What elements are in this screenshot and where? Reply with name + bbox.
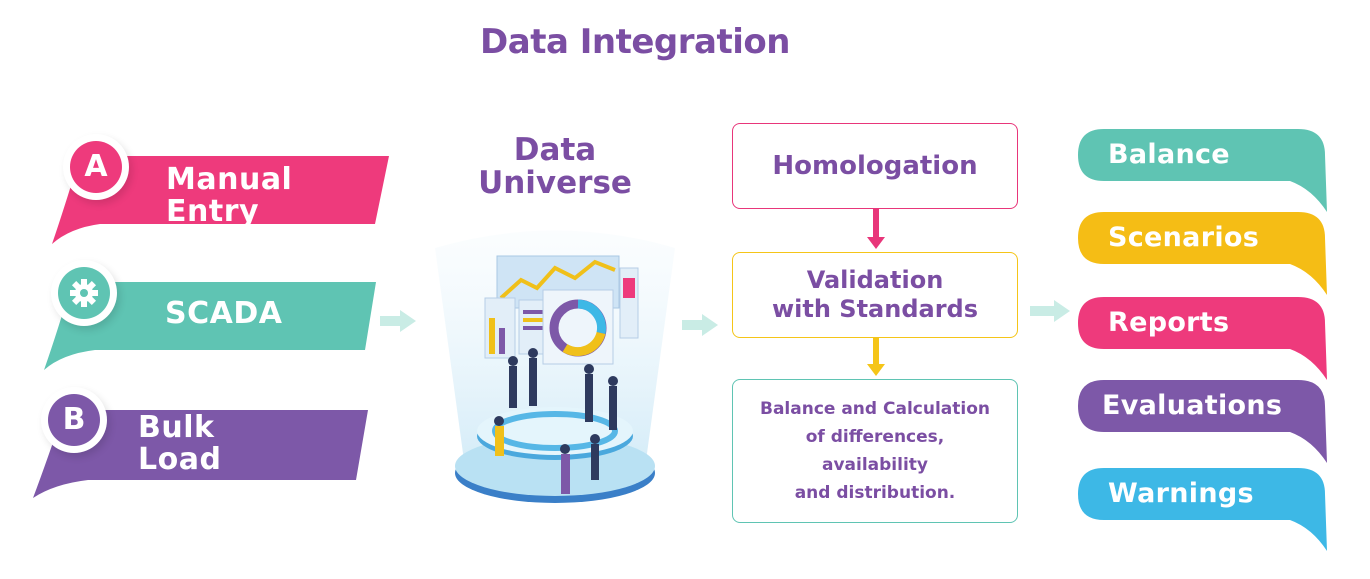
data-universe-title: Data Universe (460, 134, 650, 200)
balance-line1: Balance and Calculation (759, 399, 990, 419)
output-balance: Balance (1078, 129, 1330, 213)
bulk-load-label: Bulk Load (138, 412, 221, 476)
balance-ribbon (1078, 129, 1327, 212)
warnings-label: Warnings (1108, 478, 1254, 509)
arrow-process-to-outputs (1030, 300, 1070, 322)
arrow-homologation-to-validation (867, 209, 885, 249)
manual-entry-ribbon (52, 156, 389, 244)
output-reports: Reports (1078, 297, 1330, 381)
source-manual-entry: A Manual Entry (40, 136, 400, 246)
balance-line4: and distribution. (794, 483, 956, 503)
balance-calculation-box: Balance and Calculation of differences, … (732, 379, 1018, 523)
arrow-sources-to-universe (380, 310, 416, 332)
badge-scada (58, 267, 110, 319)
reports-label: Reports (1108, 307, 1230, 338)
balance-label: Balance (1108, 139, 1230, 170)
scenarios-ribbon (1078, 212, 1327, 295)
arrow-universe-to-process (682, 314, 718, 336)
badge-b: B (48, 394, 100, 446)
homologation-box: Homologation (732, 123, 1018, 209)
scenarios-label: Scenarios (1108, 222, 1260, 253)
manual-entry-line2: Entry (166, 194, 260, 229)
scada-label: SCADA (165, 296, 283, 331)
manual-entry-label: Manual Entry (166, 164, 292, 228)
homologation-label: Homologation (772, 151, 978, 181)
reports-ribbon (1078, 297, 1327, 380)
output-warnings: Warnings (1078, 468, 1330, 552)
scada-ribbon (44, 282, 376, 370)
evaluations-ribbon (1078, 380, 1327, 463)
output-evaluations: Evaluations (1078, 380, 1330, 464)
bulk-load-ribbon (33, 410, 368, 498)
badge-a: A (70, 141, 122, 193)
evaluations-label: Evaluations (1102, 390, 1283, 421)
universe-line2: Universe (478, 165, 632, 201)
page-title: Data Integration (480, 22, 790, 62)
universe-line1: Data (513, 132, 597, 168)
output-scenarios: Scenarios (1078, 212, 1330, 296)
manual-entry-line1: Manual (166, 162, 293, 197)
source-scada: SCADA (40, 264, 400, 374)
validation-box: Validation with Standards (732, 252, 1018, 338)
balance-line2: of differences, (805, 427, 945, 447)
validation-line2: with Standards (771, 295, 979, 323)
bulk-load-line1: Bulk (138, 410, 215, 445)
warnings-ribbon (1078, 468, 1327, 551)
balance-line3: availability (821, 455, 928, 475)
validation-line1: Validation (806, 266, 944, 294)
gear-icon (70, 279, 98, 307)
bulk-load-line2: Load (138, 442, 222, 477)
arrow-validation-to-balance (867, 338, 885, 376)
source-bulk-load: B Bulk Load (30, 392, 390, 502)
data-universe-illustration (435, 230, 675, 503)
